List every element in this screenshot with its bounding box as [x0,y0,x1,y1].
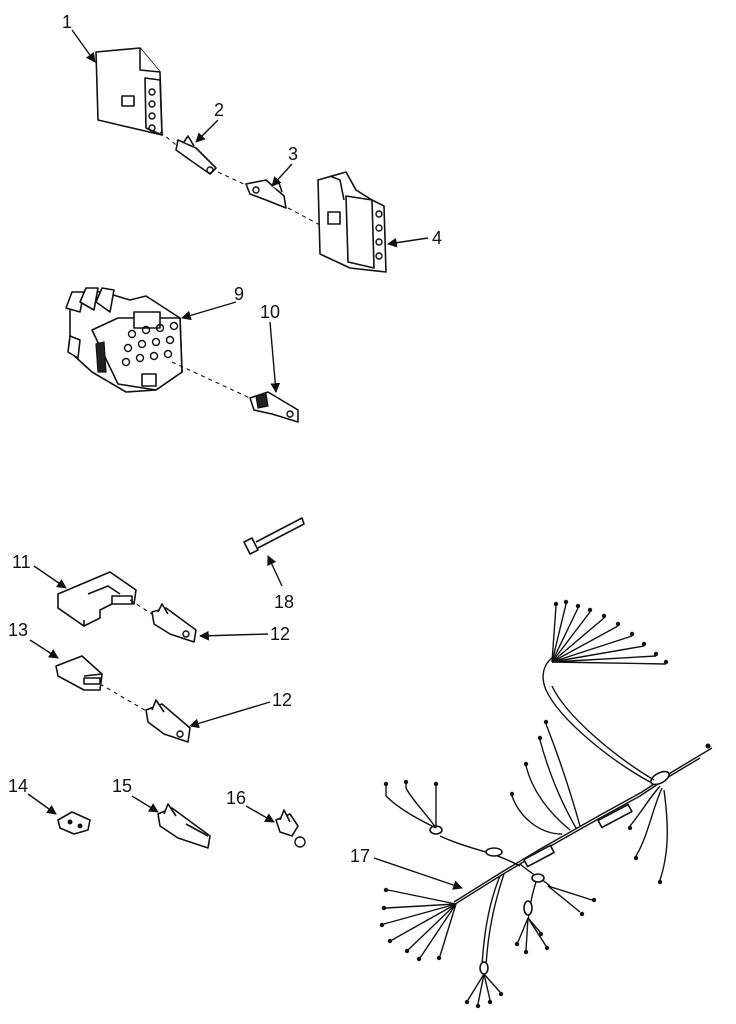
terminal-15 [157,803,211,849]
terminal-12-lower [145,699,191,743]
leader-10 [269,321,281,393]
label-4: 4 [432,228,442,248]
leader-2 [195,119,219,143]
leader-14 [27,793,57,815]
leader-15 [131,795,159,813]
connector-housing-1 [95,47,163,136]
label-10: 10 [260,302,280,322]
leader-13 [29,639,59,659]
label-16: 16 [226,788,246,808]
leader-16 [245,805,275,823]
wiring-harness-17 [379,599,713,1009]
label-13: 13 [8,620,28,640]
label-17: 17 [350,846,370,866]
multi-pin-connector-9 [65,287,183,393]
label-3: 3 [288,144,298,164]
assembly-line-11-12 [129,599,153,615]
leader-11 [33,565,67,589]
label-2: 2 [214,100,224,120]
terminal-10 [249,391,299,423]
label-15: 15 [112,776,132,796]
assembly-line-9-10 [171,361,251,399]
leader-12-upper [199,630,269,641]
leader-17 [373,857,463,890]
assembly-line-2-3 [217,171,249,187]
label-12-lower: 12 [272,690,292,710]
label-1: 1 [62,12,72,32]
label-14: 14 [8,776,28,796]
label-12-upper: 12 [270,624,290,644]
leader-12-lower [189,701,271,729]
assembly-line-13-12 [99,683,149,713]
assembly-line-3-4 [287,207,323,227]
label-9: 9 [234,284,244,304]
connector-housing-13 [55,655,103,691]
leader-9 [181,301,237,321]
cable-tie-18 [243,517,305,555]
leader-18 [267,555,283,587]
leader-3 [271,163,293,187]
ring-terminal-16 [275,809,306,848]
clip-14 [57,811,91,835]
terminal-2 [175,135,217,175]
connector-housing-4 [317,171,387,273]
label-18: 18 [274,592,294,612]
leader-1 [71,29,96,63]
leader-4 [387,237,429,248]
connector-housing-11 [57,571,137,627]
terminal-3 [245,179,287,209]
label-11: 11 [12,552,31,572]
terminal-12-upper [151,603,197,643]
